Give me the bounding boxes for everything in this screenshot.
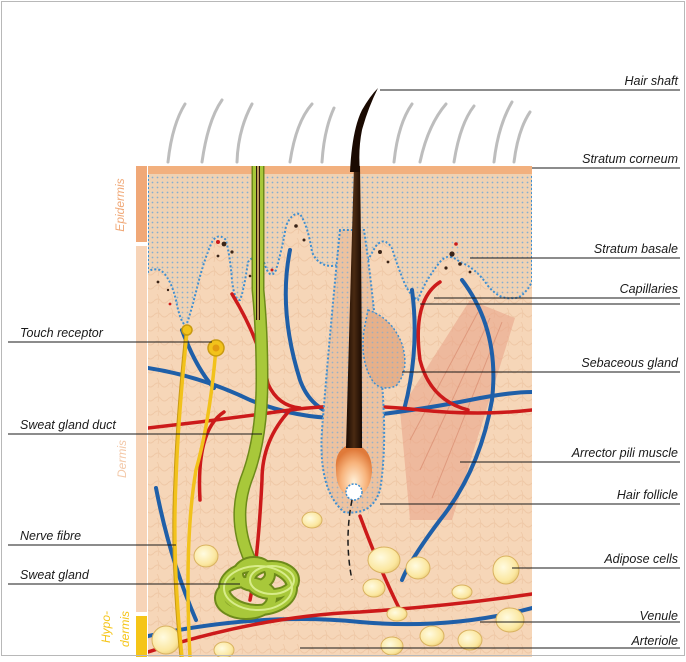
dermis-bar xyxy=(136,246,147,612)
label-arrector-pili-muscle: Arrector pili muscle xyxy=(572,446,678,460)
background-hairs xyxy=(168,100,530,162)
label-arteriole: Arteriole xyxy=(631,634,678,648)
sweat-gland-coil xyxy=(220,562,294,614)
touch-receptor-1 xyxy=(182,325,192,335)
zone-label-hypodermis-1: Hypo- xyxy=(99,607,113,647)
hypodermis-bar xyxy=(136,616,147,657)
label-stratum-basale: Stratum basale xyxy=(594,242,678,256)
zone-label-hypodermis-2: dermis xyxy=(118,606,132,652)
label-hair-shaft: Hair shaft xyxy=(625,74,679,88)
label-adipose-cells: Adipose cells xyxy=(604,552,678,566)
label-sweat-gland-duct: Sweat gland duct xyxy=(20,418,116,432)
zone-label-epidermis: Epidermis xyxy=(113,173,127,237)
label-stratum-corneum: Stratum corneum xyxy=(582,152,678,166)
label-touch-receptor: Touch receptor xyxy=(20,326,103,340)
label-venule: Venule xyxy=(640,609,678,623)
label-nerve-fibre: Nerve fibre xyxy=(20,529,81,543)
zone-label-dermis: Dermis xyxy=(115,435,129,483)
label-hair-follicle: Hair follicle xyxy=(617,488,678,502)
hair-shaft xyxy=(350,88,378,172)
label-sweat-gland: Sweat gland xyxy=(20,568,89,582)
label-capillaries: Capillaries xyxy=(620,282,678,296)
epidermis-bar xyxy=(136,166,147,242)
label-sebaceous-gland: Sebaceous gland xyxy=(581,356,678,370)
